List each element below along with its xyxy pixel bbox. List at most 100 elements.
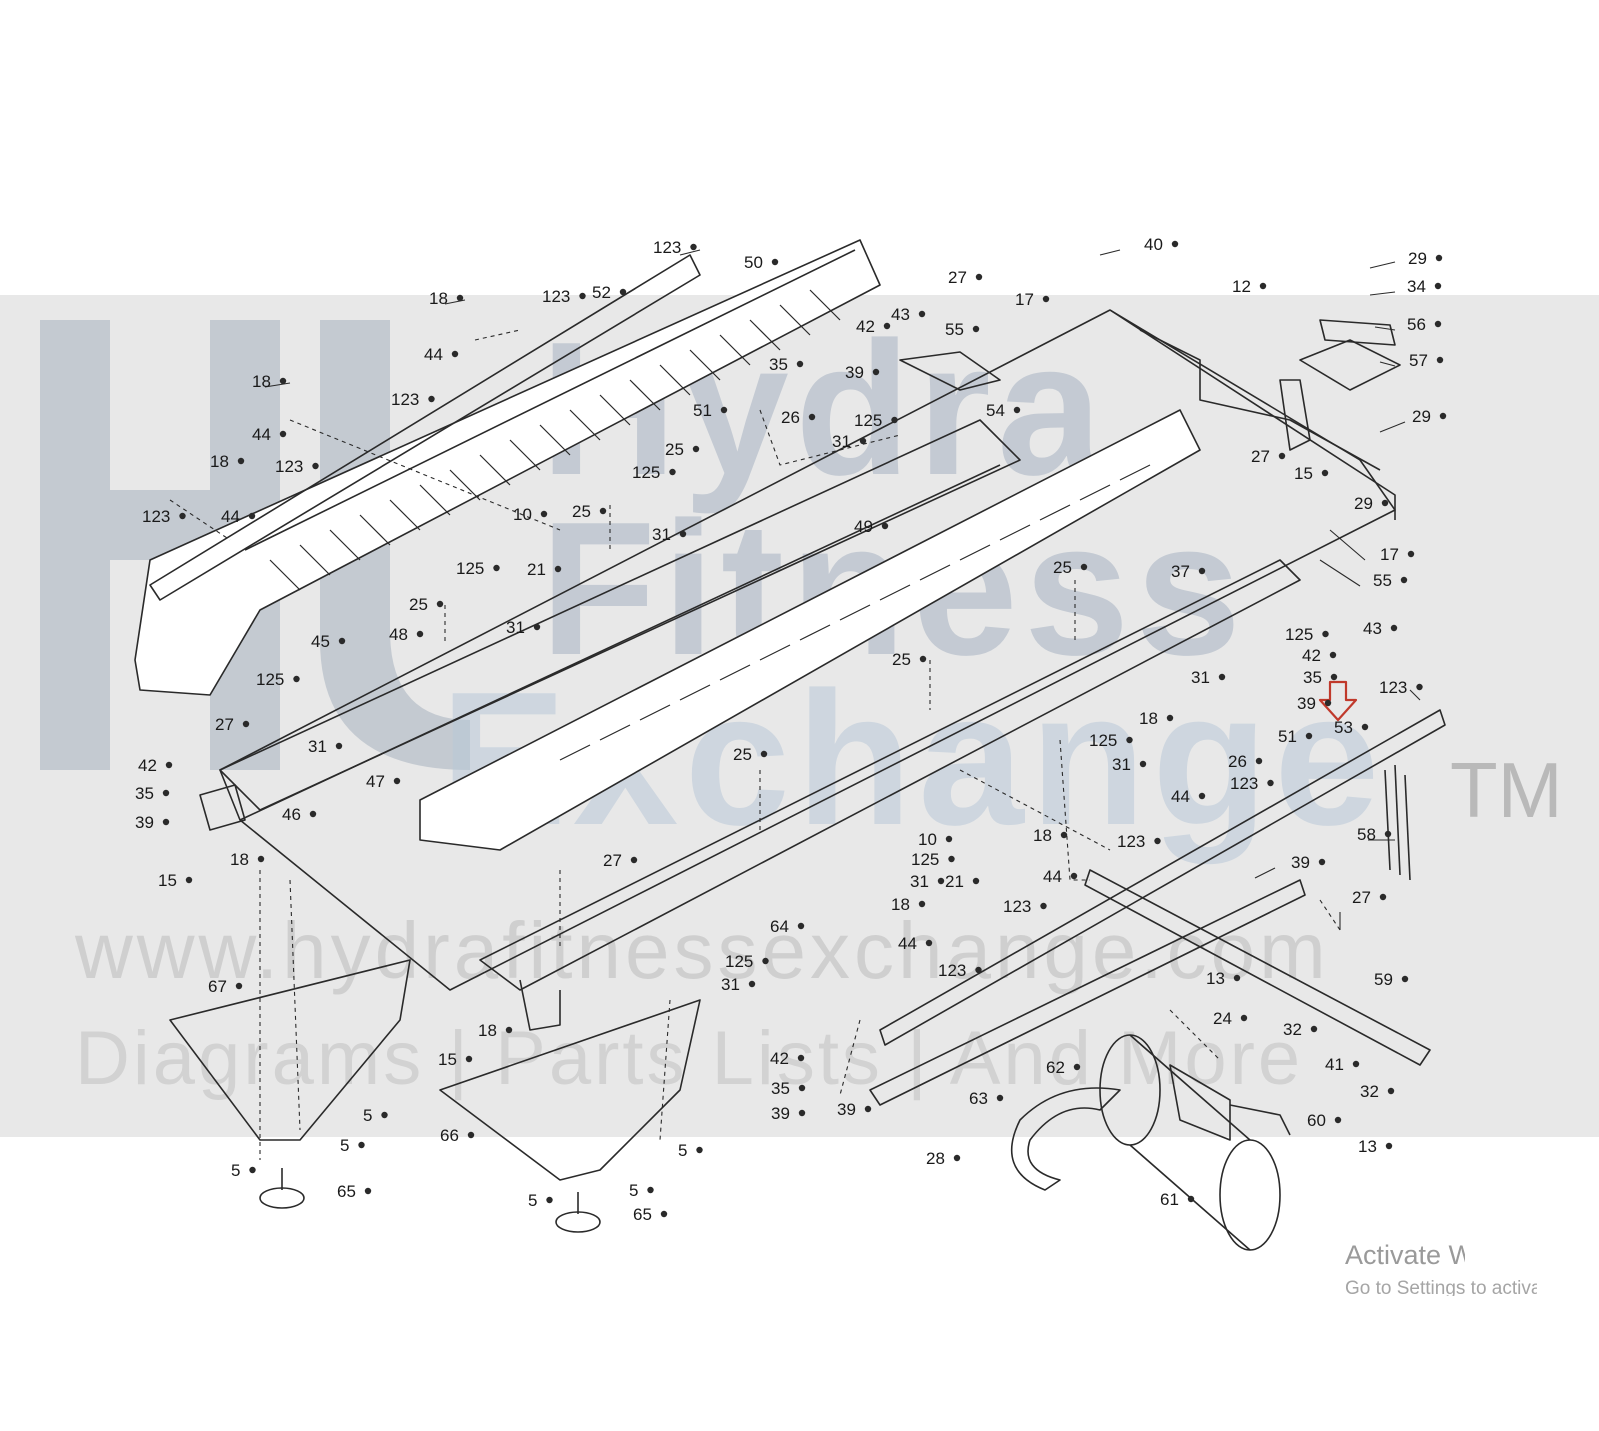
fastener-icon [619,288,627,296]
fastener-icon [972,325,980,333]
part-callout-39: 39 [771,1104,790,1123]
fastener-icon [1305,732,1313,740]
fastener-icon [1384,830,1392,838]
part-callout-18: 18 [1033,826,1052,845]
fastener-icon [1240,1014,1248,1022]
fastener-icon [1310,1025,1318,1033]
motor-body [1129,1034,1251,1251]
fastener-icon [381,1111,388,1119]
part-callout-27: 27 [215,715,234,734]
fastener-icon [249,1166,256,1174]
fastener-icon [293,675,300,683]
fastener-icon [975,273,983,281]
fastener-icon [919,655,927,663]
fastener-icon [1126,736,1133,744]
part-callout-123: 123 [542,287,570,306]
right-side-rail [419,409,1201,851]
fastener-icon [493,564,500,572]
fastener-icon [599,507,607,515]
fastener-icon [797,922,805,930]
fastener-icon [760,750,768,758]
part-callout-123: 123 [142,507,170,526]
part-callout-41: 41 [1325,1055,1344,1074]
part-callout-57: 57 [1409,351,1428,370]
part-callout-31: 31 [652,525,671,544]
part-callout-125: 125 [1089,731,1117,750]
part-callout-123: 123 [1379,678,1407,697]
shroud-left [169,959,411,1141]
lift-tube [869,879,1306,1106]
part-callout-44: 44 [424,345,443,364]
part-callout-66: 66 [440,1126,459,1145]
part-callout-31: 31 [308,737,327,756]
fastener-icon [335,742,343,750]
fastener-icon [257,855,265,863]
fastener-icon [364,1187,372,1195]
fastener-icon [235,982,243,990]
fastener-icon [1387,1087,1395,1095]
fastener-icon [883,322,891,330]
part-callout-31: 31 [1191,668,1210,687]
fastener-icon [696,1146,703,1154]
fastener-icon [1436,356,1444,364]
part-callout-125: 125 [456,559,484,578]
fastener-icon [554,565,562,573]
part-callout-5: 5 [629,1181,638,1200]
fastener-icon [1259,282,1267,290]
part-callout-43: 43 [1363,619,1382,638]
part-callout-31: 31 [1112,755,1131,774]
part-callout-49: 49 [854,517,873,536]
fastener-icon [533,623,541,631]
part-callout-10: 10 [513,505,532,524]
fastener-icon [953,1154,961,1162]
part-callout-35: 35 [135,784,154,803]
part-callout-40: 40 [1144,235,1163,254]
part-callout-61: 61 [1160,1190,1179,1209]
fastener-icon [797,1054,805,1062]
part-callout-44: 44 [1171,787,1190,806]
part-callout-45: 45 [311,632,330,651]
fastener-icon [1379,893,1387,901]
part-callout-55: 55 [945,320,964,339]
fastener-icon [1416,683,1423,691]
part-callout-18: 18 [891,895,910,914]
fastener-icon [465,1055,473,1063]
fastener-icon [338,637,346,645]
part-callout-123: 123 [275,457,303,476]
fastener-icon [1322,630,1329,638]
fastener-icon [1171,240,1179,248]
part-callout-48: 48 [389,625,408,644]
part-callout-31: 31 [832,432,851,451]
fastener-icon [972,877,980,885]
fastener-icon [428,395,435,403]
part-callout-60: 60 [1307,1111,1326,1130]
part-callout-15: 15 [1294,464,1313,483]
part-callout-125: 125 [725,952,753,971]
part-callout-46: 46 [282,805,301,824]
fastener-icon [165,761,173,769]
fastener-icon [808,413,816,421]
activation-notice-title: Activate Windows [1345,1240,1465,1270]
fastener-icon [1407,550,1415,558]
part-callout-123: 123 [938,961,966,980]
fastener-icon [1070,872,1078,880]
fastener-icon [1434,320,1442,328]
fastener-icon [918,310,926,318]
part-callout-34: 34 [1407,277,1426,296]
fastener-icon [660,1210,668,1218]
part-callout-17: 17 [1380,545,1399,564]
part-callout-39: 39 [837,1100,856,1119]
fastener-icon [1278,452,1286,460]
part-callout-15: 15 [158,871,177,890]
part-callout-18: 18 [230,850,249,869]
part-callout-5: 5 [340,1136,349,1155]
fastener-icon [975,966,982,974]
fastener-icon [891,416,898,424]
fastener-icon [1439,412,1447,420]
part-callout-125: 125 [632,463,660,482]
fastener-icon [1401,975,1409,983]
fastener-icon [237,457,245,465]
part-53-bar [879,709,1446,1046]
fastener-icon [864,1105,872,1113]
